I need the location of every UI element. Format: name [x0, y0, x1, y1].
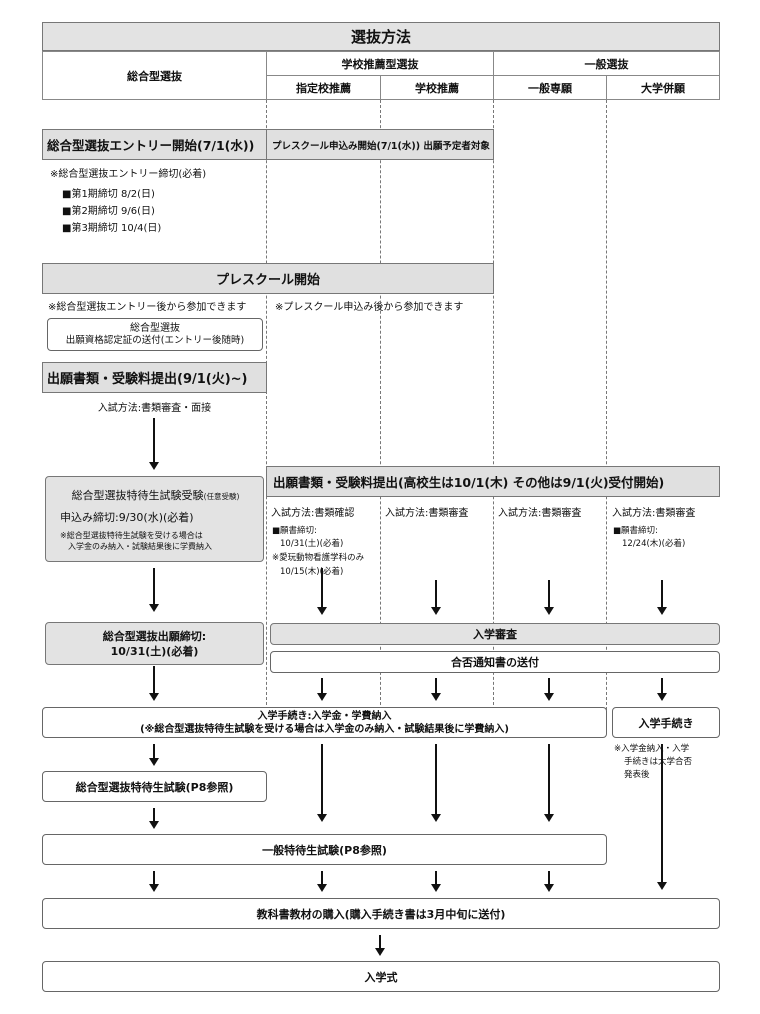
column-divider	[380, 100, 381, 710]
header-general-only: 一般専願	[493, 75, 607, 100]
arrow-head	[544, 814, 554, 822]
qualification-certificate-box: 総合型選抜 出願資格認定証の送付(エントリー後随時)	[47, 318, 263, 351]
sogo-deadline-line-2: 10/31(土)(必着)	[110, 644, 199, 658]
special-exam-deadline: 申込み締切:9/30(水)(必着)	[60, 511, 194, 524]
entry-period-1: ■第1期締切 8/2(日)	[62, 189, 155, 200]
arrow-head	[544, 884, 554, 892]
method-school: 入試方法:書類審査	[385, 508, 469, 519]
special-exam-note-1: ※総合型選抜特待生試験を受ける場合は	[60, 531, 203, 540]
arrow-head	[149, 604, 159, 612]
preschool-note-left: ※総合型選抜エントリー後から参加できます	[48, 302, 247, 313]
page-title: 選抜方法	[42, 22, 720, 51]
deadline-univ: 12/24(木)(必着)	[622, 539, 686, 549]
arrow-head	[431, 607, 441, 615]
sogo-deadline-line-1: 総合型選抜出願締切:	[102, 629, 207, 643]
procedures-univ-note-3: 発表後	[624, 770, 650, 780]
header-school: 学校推薦	[380, 75, 494, 100]
header-univ-concurrent: 大学併願	[606, 75, 720, 100]
column-divider	[606, 100, 607, 710]
pet-nursing-note: ※愛玩動物看護学科のみ	[272, 553, 365, 563]
header-school-recommendation: 学校推薦型選抜	[266, 51, 494, 76]
header-sogo: 総合型選抜	[42, 51, 267, 100]
sogo-special-exam-box: 総合型選抜特待生試験(P8参照)	[42, 771, 267, 802]
admission-procedures-box: 入学手続き:入学金・学費納入 (※総合型選抜特待生試験を受ける場合は入学金のみ納…	[42, 707, 607, 738]
entry-start-bar: 総合型選抜エントリー開始(7/1(水))	[42, 129, 267, 160]
entry-deadline-note: ※総合型選抜エントリー締切(必着)	[50, 169, 207, 180]
arrow-head	[544, 693, 554, 701]
arrow-head	[149, 884, 159, 892]
column-divider	[266, 100, 267, 710]
arrow-head	[375, 948, 385, 956]
arrow-head	[431, 814, 441, 822]
arrow-head	[317, 884, 327, 892]
column-divider	[493, 100, 494, 710]
result-notice-bar: 合否通知書の送付	[270, 651, 720, 673]
entrance-ceremony-box: 入学式	[42, 961, 720, 992]
arrow-head	[657, 607, 667, 615]
admission-procedures-univ-box: 入学手続き	[612, 707, 720, 738]
arrow-head	[431, 884, 441, 892]
special-exam-application-box: 総合型選抜特待生試験受験(任意受験) 申込み締切:9/30(水)(必着) ※総合…	[45, 476, 264, 562]
sogo-deadline-box: 総合型選抜出願締切: 10/31(土)(必着)	[45, 622, 264, 665]
other-application-bar: 出願書類・受験料提出(高校生は10/1(木) その他は9/1(火)受付開始)	[266, 466, 720, 497]
arrow-head	[544, 607, 554, 615]
entry-period-2: ■第2期締切 9/6(日)	[62, 206, 155, 217]
admission-review-bar: 入学審査	[270, 623, 720, 645]
method-designated: 入試方法:書類確認	[271, 508, 355, 519]
entry-period-3: ■第3期締切 10/4(日)	[62, 223, 162, 234]
procedures-line-2: (※総合型選抜特待生試験を受ける場合は入学金のみ納入・試験結果後に学費納入)	[140, 723, 509, 735]
preschool-start-bar: プレスクール開始	[42, 263, 494, 294]
deadline-pet-nursing: 10/15(木)(必着)	[280, 567, 344, 577]
general-special-exam-box: 一般特待生試験(P8参照)	[42, 834, 607, 865]
procedures-univ-note-2: 手続きは大学合否	[624, 757, 693, 767]
deadline-label-designated: ■願書締切:	[272, 526, 317, 536]
certificate-line-1: 総合型選抜	[130, 322, 180, 334]
sogo-exam-method: 入試方法:書類審査・面接	[97, 403, 212, 414]
arrow-head	[657, 882, 667, 890]
deadline-designated: 10/31(土)(必着)	[280, 539, 344, 549]
procedures-line-1: 入学手続き:入学金・学費納入	[257, 710, 392, 722]
arrow-head	[149, 821, 159, 829]
arrow-head	[149, 462, 159, 470]
preschool-note-right: ※プレスクール申込み後から参加できます	[275, 302, 464, 313]
arrow-head	[317, 814, 327, 822]
arrow-head	[149, 758, 159, 766]
special-exam-title-row: 総合型選抜特待生試験受験(任意受験)	[46, 487, 265, 503]
arrow-head	[431, 693, 441, 701]
arrow-head	[657, 693, 667, 701]
special-exam-optional: (任意受験)	[203, 492, 240, 501]
method-univ-concurrent: 入試方法:書類審査	[612, 508, 696, 519]
arrow-head	[317, 607, 327, 615]
certificate-line-2: 出願資格認定証の送付(エントリー後随時)	[65, 334, 245, 346]
preschool-application-bar: プレスクール申込み開始(7/1(水)) 出願予定者対象	[266, 129, 494, 160]
sogo-application-bar: 出願書類・受験料提出(9/1(火)~)	[42, 362, 267, 393]
procedures-univ-note-1: ※入学金納入・入学	[614, 744, 690, 754]
special-exam-note-2: 入学金のみ納入・試験結果後に学費納入	[68, 542, 212, 551]
arrow-head	[317, 693, 327, 701]
textbooks-box: 教科書教材の購入(購入手続き書は3月中旬に送付)	[42, 898, 720, 929]
deadline-label-univ: ■願書締切:	[613, 526, 658, 536]
arrow-head	[149, 693, 159, 701]
header-designated: 指定校推薦	[266, 75, 381, 100]
method-general-only: 入試方法:書類審査	[498, 508, 582, 519]
special-exam-title: 総合型選抜特待生試験受験	[71, 489, 204, 502]
